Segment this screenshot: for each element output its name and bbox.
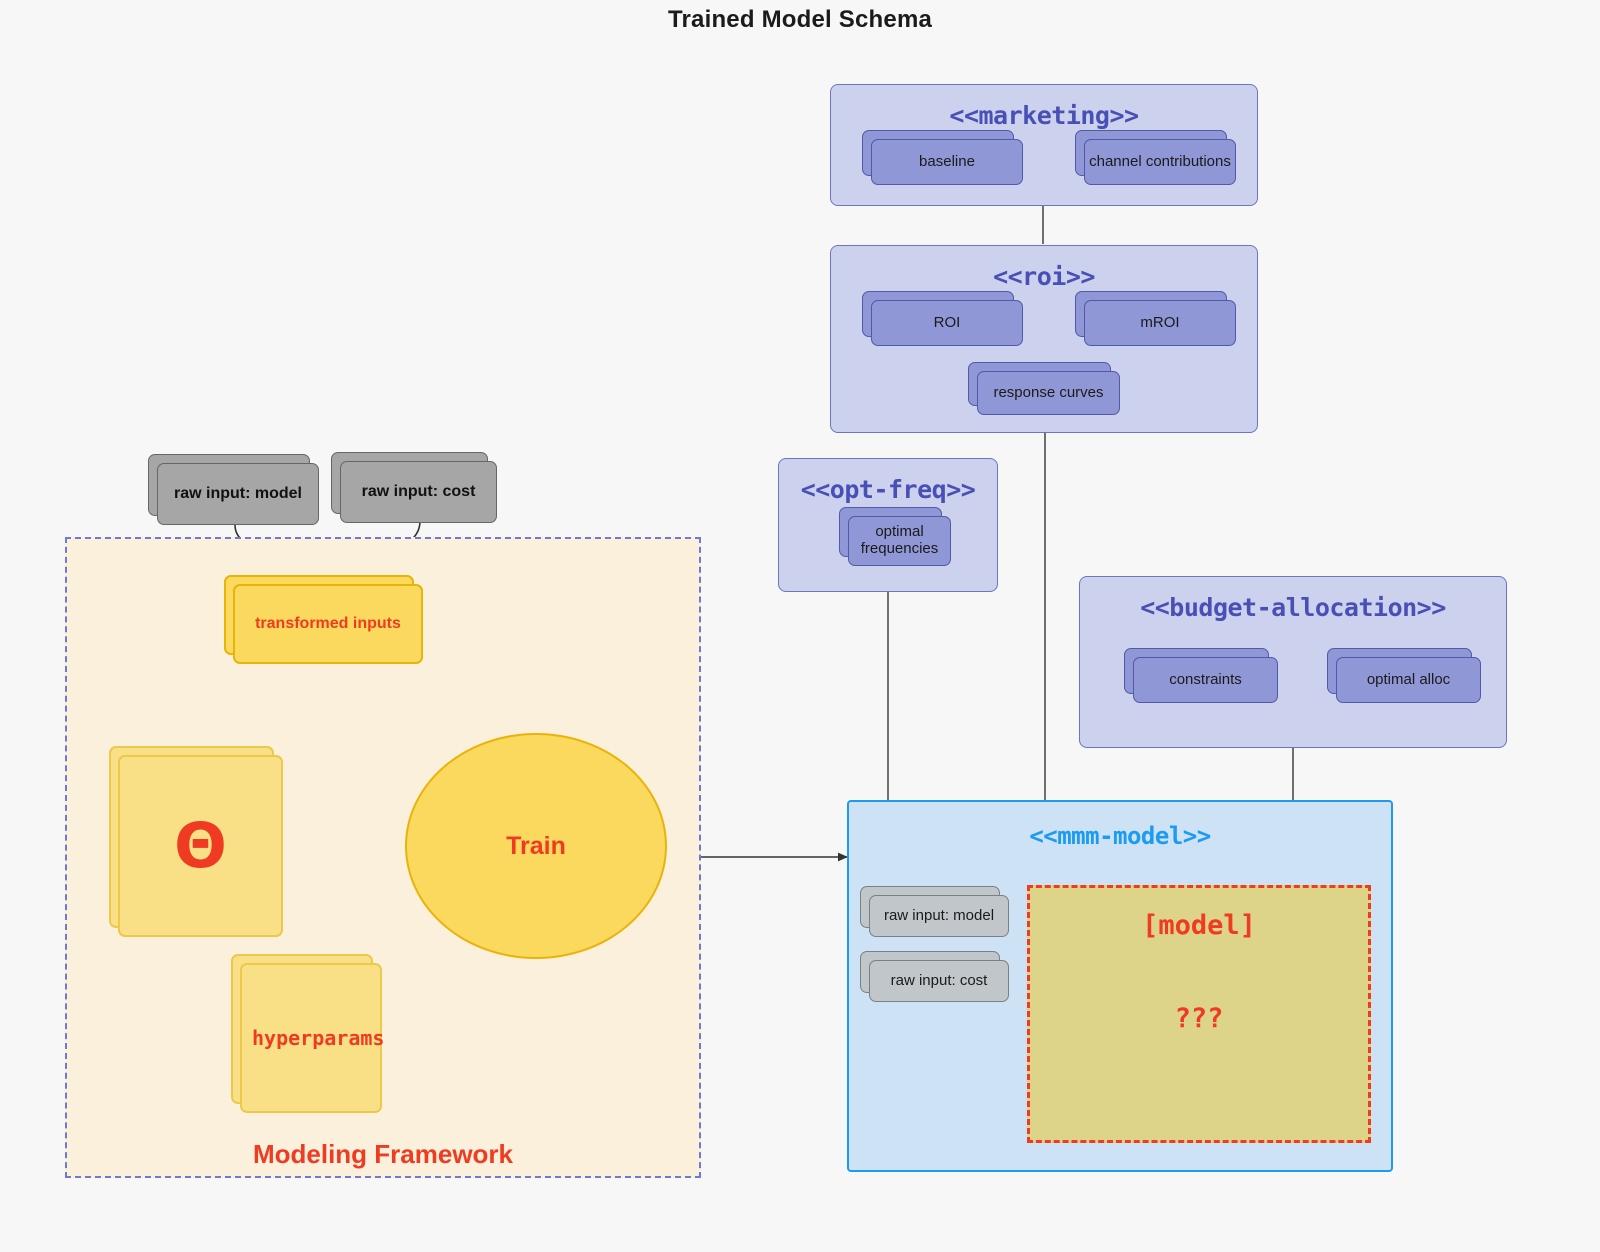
package-mmm-model[interactable]: <<mmm-model>> raw input: model raw input… (847, 800, 1393, 1172)
node-optimal-alloc-label: optimal alloc (1336, 657, 1481, 703)
node-raw-input-model[interactable]: raw input: model (148, 454, 319, 525)
node-response-curves-label: response curves (977, 371, 1120, 415)
node-raw-input-cost-label: raw input: cost (340, 461, 497, 523)
model-placeholder-subtitle: ??? (1174, 1003, 1224, 1034)
node-train[interactable]: Train (405, 733, 667, 959)
model-placeholder-title: [model] (1142, 910, 1256, 941)
theta-icon: Θ (174, 809, 227, 882)
node-mmm-raw-input-cost[interactable]: raw input: cost (860, 951, 1009, 1002)
node-roi[interactable]: ROI (862, 291, 1023, 346)
node-hyperparams[interactable]: hyperparams (231, 954, 385, 1113)
node-theta-face: Θ (118, 755, 283, 937)
node-mroi[interactable]: mROI (1075, 291, 1236, 346)
package-mmm-model-title: <<mmm-model>> (1029, 822, 1211, 850)
package-roi-title: <<roi>> (993, 262, 1095, 291)
package-budget-allocation[interactable]: <<budget-allocation>> constraints optima… (1079, 576, 1507, 748)
node-channel-contributions[interactable]: channel contributions (1075, 130, 1236, 185)
node-channel-contributions-label: channel contributions (1084, 139, 1236, 185)
modeling-framework-label: Modeling Framework (252, 1139, 514, 1169)
package-budget-allocation-title: <<budget-allocation>> (1140, 593, 1446, 622)
node-hyperparams-label: hyperparams (252, 1025, 385, 1050)
node-raw-input-cost[interactable]: raw input: cost (331, 452, 497, 523)
node-baseline-label: baseline (871, 139, 1023, 185)
node-transformed-inputs[interactable]: transformed inputs (224, 575, 423, 664)
node-baseline[interactable]: baseline (862, 130, 1023, 185)
package-opt-freq-title: <<opt-freq>> (800, 475, 976, 504)
node-mroi-label: mROI (1084, 300, 1236, 346)
node-mmm-raw-input-cost-label: raw input: cost (869, 960, 1009, 1002)
node-hyperparams-face: hyperparams (240, 963, 385, 1113)
node-roi-label: ROI (871, 300, 1023, 346)
package-marketing-title: <<marketing>> (949, 101, 1139, 130)
node-optimal-frequencies-label: optimal frequencies (848, 516, 951, 566)
package-marketing[interactable]: <<marketing>> baseline channel contribut… (830, 84, 1258, 206)
node-theta[interactable]: Θ (109, 746, 283, 937)
node-optimal-frequencies[interactable]: optimal frequencies (839, 507, 951, 566)
node-transformed-inputs-label: transformed inputs (233, 584, 423, 664)
node-mmm-raw-input-model-label: raw input: model (869, 895, 1009, 937)
node-raw-input-model-label: raw input: model (157, 463, 319, 525)
model-placeholder-box[interactable]: [model] ??? (1027, 885, 1371, 1143)
node-mmm-raw-input-model[interactable]: raw input: model (860, 886, 1009, 937)
node-constraints-label: constraints (1133, 657, 1278, 703)
package-roi[interactable]: <<roi>> ROI mROI response curves (830, 245, 1258, 433)
node-constraints[interactable]: constraints (1124, 648, 1278, 703)
node-optimal-alloc[interactable]: optimal alloc (1327, 648, 1481, 703)
node-response-curves[interactable]: response curves (968, 362, 1120, 415)
package-opt-freq[interactable]: <<opt-freq>> optimal frequencies (778, 458, 998, 592)
page-title: Trained Model Schema (667, 6, 933, 33)
